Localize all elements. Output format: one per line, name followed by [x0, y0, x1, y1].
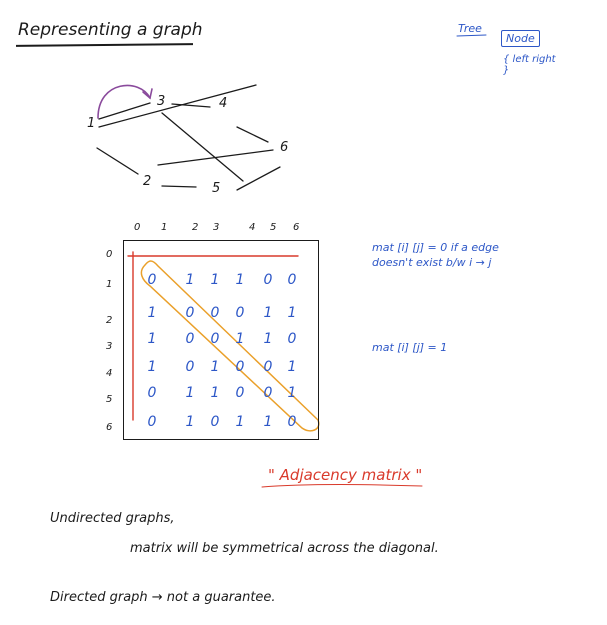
matrix-cell: 1: [263, 305, 273, 321]
matrix-cell: 0: [147, 414, 157, 430]
matrix-cell: 0: [235, 359, 245, 375]
edge-3-4: [171, 103, 211, 108]
matrix-row-header: 1: [106, 279, 113, 290]
matrix-cell: 1: [287, 385, 297, 401]
undirected-explanation: matrix will be symmetrical across the di…: [130, 541, 439, 556]
matrix-cell: 1: [235, 272, 245, 288]
directed-arc: [97, 84, 151, 119]
tree-label-underline: [456, 34, 487, 37]
matrix-col-header: 4: [249, 222, 256, 233]
matrix-cell: 0: [185, 359, 195, 375]
edge-1-3: [98, 102, 151, 120]
matrix-cell: 0: [287, 272, 297, 288]
edge-5-6: [236, 166, 281, 191]
edge-3-5: [161, 112, 244, 182]
matrix-row-header: 0: [106, 249, 113, 260]
matrix-cell: 0: [210, 305, 220, 321]
note-edge-absent: mat [i] [j] = 0 if a edge doesn't exist …: [372, 241, 499, 269]
matrix-cell: 0: [210, 331, 220, 347]
adjacency-caption: " Adjacency matrix ": [268, 466, 423, 484]
matrix-row-header: 2: [106, 315, 113, 326]
edge-4-6: [236, 126, 269, 143]
edge-2-5: [161, 185, 197, 188]
vertex-label: 3: [157, 94, 166, 109]
undirected-heading: Undirected graphs,: [50, 511, 175, 526]
matrix-col-header: 6: [293, 222, 300, 233]
matrix-cell: 0: [185, 331, 195, 347]
vertex-label: 5: [212, 181, 221, 196]
matrix-cell: 1: [287, 305, 297, 321]
matrix-cell: 1: [210, 385, 220, 401]
matrix-cell: 1: [147, 359, 157, 375]
matrix-cell: 0: [235, 385, 245, 401]
matrix-cell: 1: [147, 331, 157, 347]
vertex-label: 4: [219, 96, 228, 111]
adjacency-matrix: [123, 240, 319, 440]
directed-explanation: Directed graph → not a guarantee.: [50, 590, 276, 605]
matrix-cell: 0: [147, 272, 157, 288]
matrix-cell: 1: [235, 414, 245, 430]
matrix-cell: 1: [263, 414, 273, 430]
matrix-cell: 1: [185, 385, 195, 401]
edge-1-2: [96, 147, 139, 175]
note-edge-present: mat [i] [j] = 1: [372, 341, 448, 354]
matrix-cell: 0: [185, 305, 195, 321]
matrix-col-header: 3: [213, 222, 220, 233]
matrix-cell: 0: [287, 414, 297, 430]
matrix-cell: 0: [263, 272, 273, 288]
vertex-label: 1: [87, 116, 96, 131]
page-title: Representing a graph: [18, 20, 203, 40]
matrix-cell: 0: [147, 385, 157, 401]
matrix-col-header: 5: [270, 222, 277, 233]
matrix-cell: 0: [287, 331, 297, 347]
matrix-col-header: 1: [161, 222, 168, 233]
matrix-cell: 1: [287, 359, 297, 375]
matrix-cell: 1: [210, 359, 220, 375]
vertex-label: 6: [280, 140, 289, 155]
matrix-col-header: 0: [134, 222, 141, 233]
matrix-cell: 1: [263, 331, 273, 347]
matrix-row-header: 3: [106, 341, 113, 352]
node-fields: { left right }: [503, 54, 556, 76]
matrix-cell: 1: [185, 272, 195, 288]
edge-2-6: [157, 149, 274, 166]
matrix-cell: 0: [210, 414, 220, 430]
vertex-label: 2: [143, 174, 152, 189]
edge-1-4a: [98, 84, 257, 128]
matrix-cell: 1: [185, 414, 195, 430]
matrix-row-header: 5: [106, 394, 113, 405]
matrix-cell: 0: [263, 385, 273, 401]
matrix-cell: 0: [235, 305, 245, 321]
matrix-cell: 0: [263, 359, 273, 375]
matrix-cell: 1: [235, 331, 245, 347]
matrix-row-header: 4: [106, 368, 113, 379]
diagonal-highlight: [140, 260, 320, 432]
matrix-cell: 1: [147, 305, 157, 321]
tree-label: Tree: [458, 22, 482, 35]
arc-arrowhead: [142, 88, 153, 100]
matrix-cell: 1: [210, 272, 220, 288]
node-box: Node: [501, 30, 540, 47]
matrix-row-header: 6: [106, 422, 113, 433]
caption-underline: [261, 484, 423, 488]
matrix-col-header: 2: [192, 222, 199, 233]
